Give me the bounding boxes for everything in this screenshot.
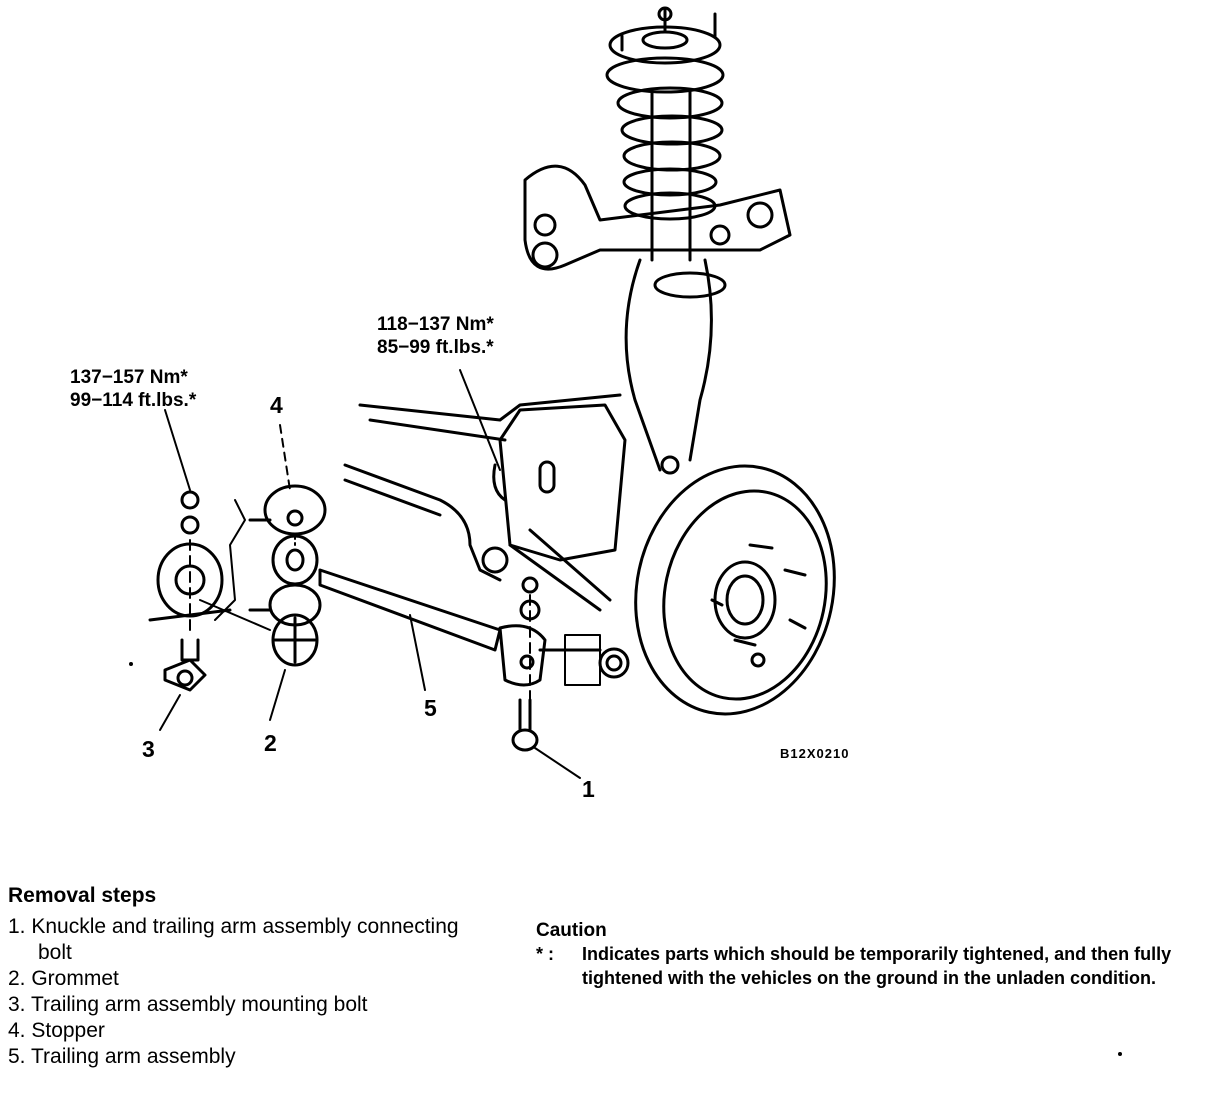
- removal-step-item: 1. Knuckle and trailing arm assembly con…: [8, 915, 459, 964]
- torque-ftlbs-center: 85−99 ft.lbs.*: [377, 337, 494, 358]
- callout-4: 4: [270, 392, 283, 418]
- callout-5: 5: [424, 695, 437, 721]
- stray-dot: [129, 662, 133, 666]
- connecting-bolt: [511, 576, 541, 752]
- mounting-bracket: [148, 490, 271, 692]
- removal-steps: Removal steps 1. Knuckle and trailing ar…: [8, 884, 478, 1070]
- suspension-exploded-diagram: [148, 6, 836, 779]
- caution-text: Indicates parts which should be temporar…: [582, 944, 1172, 988]
- removal-step-item: 3. Trailing arm assembly mounting bolt: [8, 993, 368, 1016]
- figure-code: B12X0210: [780, 746, 850, 761]
- removal-steps-list: 1. Knuckle and trailing arm assembly con…: [8, 914, 478, 1070]
- callout-2: 2: [264, 730, 277, 756]
- torque-label-left: 137−157 Nm* 99−114 ft.lbs.*: [70, 366, 196, 412]
- grommets: [248, 484, 327, 667]
- torque-nm-left: 137−157 Nm*: [70, 367, 188, 388]
- leader-lines: [159, 369, 581, 779]
- stray-dot: [1118, 1052, 1122, 1056]
- caution-body: * : Indicates parts which should be temp…: [536, 942, 1206, 990]
- caution-marker: * :: [536, 944, 554, 964]
- torque-ftlbs-left: 99−114 ft.lbs.*: [70, 390, 197, 411]
- caution-note: Caution * : Indicates parts which should…: [536, 920, 1206, 990]
- callout-3: 3: [142, 736, 155, 762]
- removal-step-item: 4. Stopper: [8, 1019, 105, 1042]
- caution-title: Caution: [536, 920, 607, 941]
- brake-drum: [634, 455, 836, 716]
- torque-label-center: 118−137 Nm* 85−99 ft.lbs.*: [377, 313, 494, 359]
- torque-nm-center: 118−137 Nm*: [377, 314, 494, 335]
- crossmember: [343, 393, 627, 612]
- removal-step-item: 2. Grommet: [8, 967, 119, 990]
- strut-spring-assembly: [605, 6, 727, 472]
- removal-steps-title: Removal steps: [8, 884, 157, 907]
- trailing-arm: [318, 568, 630, 687]
- upper-control-arm: [523, 164, 792, 271]
- removal-step-item: 5. Trailing arm assembly: [8, 1045, 236, 1068]
- callout-1: 1: [582, 776, 595, 802]
